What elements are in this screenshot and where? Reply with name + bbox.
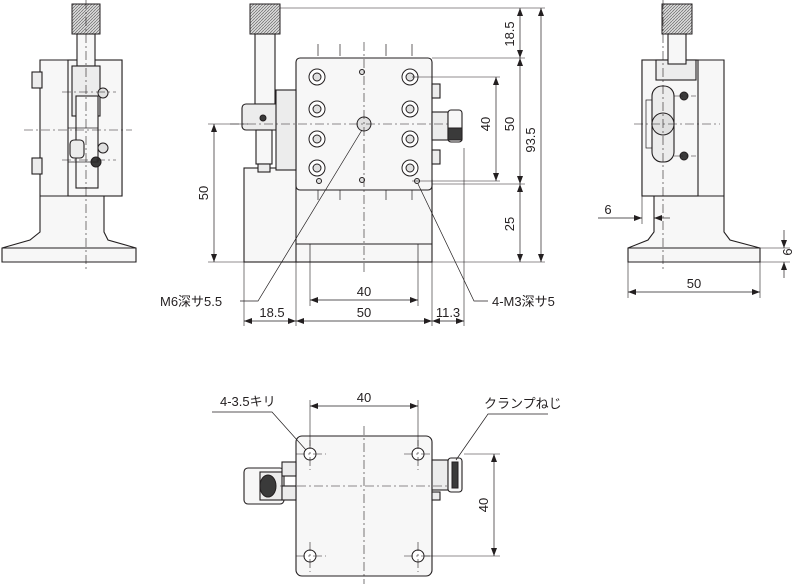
dim-front-width: 50 xyxy=(357,305,371,320)
dim-bottom-hole-pitch-v: 40 xyxy=(476,498,491,512)
front-view-micrometer-sleeve xyxy=(254,33,276,105)
front-view-tapped-holes xyxy=(308,68,420,184)
dim-front-right-offset: 11.3 xyxy=(436,305,460,320)
callout-center-tap: M6深サ5.5 xyxy=(160,294,222,309)
right-view-dimensions: 6 6 50 xyxy=(598,196,795,298)
dim-front-left-height: 50 xyxy=(196,186,211,200)
left-side-view xyxy=(1,0,137,270)
right-side-view xyxy=(627,0,761,272)
front-view xyxy=(230,3,463,272)
callout-clamp-screw: クランプねじ xyxy=(484,396,562,411)
bottom-view-dimensions: 40 40 4-3.5キリ クランプねじ xyxy=(212,390,562,557)
right-view-micrometer-knob xyxy=(661,3,693,35)
dim-front-stroke-height: 50 xyxy=(502,117,517,131)
dim-front-top-offset: 18.5 xyxy=(502,21,517,46)
dim-side-flange-thickness: 6 xyxy=(604,202,611,217)
dim-side-width: 50 xyxy=(687,276,701,291)
front-view-micrometer-knob xyxy=(249,3,281,35)
dim-bottom-hole-pitch-h: 40 xyxy=(357,390,371,405)
front-view-dimensions: 18.5 50 40 93.5 25 50 40 xyxy=(160,7,555,326)
dim-side-base-thickness: 6 xyxy=(780,248,795,255)
dim-front-hole-pitch-v: 40 xyxy=(478,117,493,131)
dim-front-left-offset: 18.5 xyxy=(259,305,284,320)
dim-front-total-height: 93.5 xyxy=(523,127,538,152)
callout-corner-taps: 4-M3深サ5 xyxy=(492,294,555,309)
bottom-view xyxy=(243,426,463,584)
dim-front-hole-pitch-h: 40 xyxy=(357,284,371,299)
callout-mount-holes: 4-3.5キリ xyxy=(220,394,276,409)
dim-front-base-height: 25 xyxy=(502,217,517,231)
